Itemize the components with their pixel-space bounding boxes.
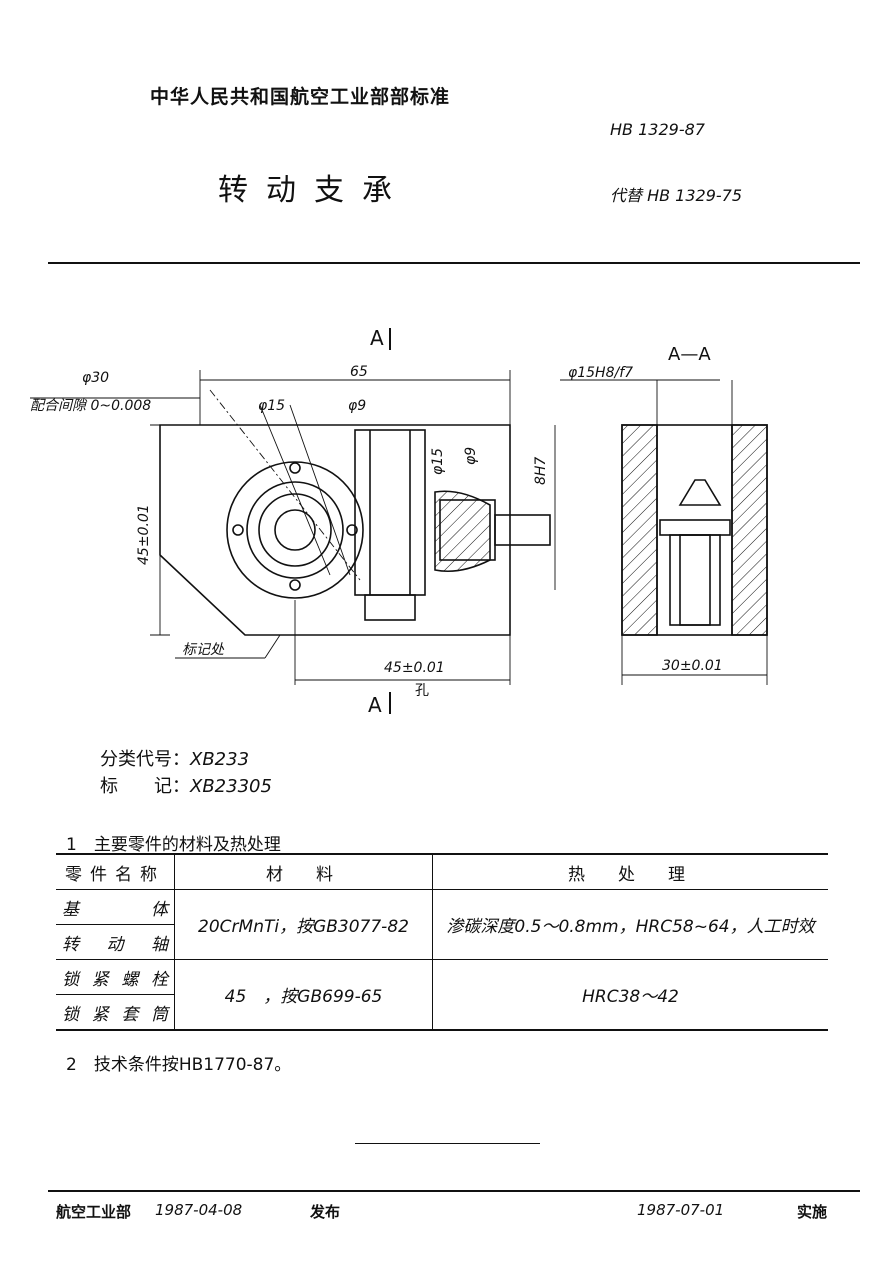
dim-hole: 孔 xyxy=(415,683,429,699)
standard-code: HB 1329-87 xyxy=(610,120,705,139)
materials-table: 零件名称 材 料 热 处 理 基 体 20CrMnTi，按GB3077-82 渗… xyxy=(56,853,828,1031)
document-title: 转动支承 xyxy=(218,173,410,208)
dim-w30: 30±0.01 xyxy=(662,658,723,674)
classification-mark: 标 记：XB23305 xyxy=(100,776,272,797)
material-cell: 45 ，按GB699-65 xyxy=(174,959,433,1031)
section-mark-top: A xyxy=(370,326,384,350)
footer-issue-date: 1987-04-08 xyxy=(155,1201,243,1219)
marking-location-label: 标记处 xyxy=(182,642,225,658)
table-row: 锁紧螺栓 45 ，按GB699-65 HRC38～42 xyxy=(56,959,828,1031)
material-cell: 20CrMnTi，按GB3077-82 xyxy=(174,889,433,960)
end-rule xyxy=(355,1143,540,1144)
replaces-standard: 代替 HB 1329-75 xyxy=(610,186,743,205)
footer-effective-label: 实施 xyxy=(797,1203,828,1221)
section-1-title: 1 主要零件的材料及热处理 xyxy=(66,835,281,855)
header-material: 材 料 xyxy=(174,853,433,890)
header-heat-treatment: 热 处 理 xyxy=(432,853,828,890)
footer-rule xyxy=(48,1190,860,1192)
dim-d15b: φ15 xyxy=(430,448,446,475)
dim-w45: 45±0.01 xyxy=(384,660,445,676)
heat-treatment-cell: 渗碳深度0.5～0.8mm，HRC58~64，人工时效 xyxy=(432,889,828,960)
dim-d15a: φ15 xyxy=(258,398,285,414)
dim-h7: 8H7 xyxy=(533,457,549,485)
dim-d9a: φ9 xyxy=(348,398,366,414)
part-name-cell: 锁紧套筒 xyxy=(56,994,175,1031)
section-mark-bottom: A xyxy=(368,693,382,717)
header-rule xyxy=(48,262,860,264)
table-row: 基 体 20CrMnTi，按GB3077-82 渗碳深度0.5～0.8mm，HR… xyxy=(56,889,828,960)
footer-effective-date: 1987-07-01 xyxy=(637,1201,725,1219)
header-part-name: 零件名称 xyxy=(56,853,175,890)
classification-code: 分类代号：XB233 xyxy=(100,749,250,770)
table-header-row: 零件名称 材 料 热 处 理 xyxy=(56,853,828,890)
section-view-title: A—A xyxy=(668,344,711,365)
dim-d9b: φ9 xyxy=(463,447,479,465)
footer-issue-label: 发布 xyxy=(310,1203,341,1221)
dim-d30: φ30 xyxy=(82,370,109,386)
issuing-organization: 中华人民共和国航空工业部部标准 xyxy=(150,86,451,108)
technical-drawing: A A A—A φ30 配合间隙 0~0.008 65 φ15 φ9 45±0.… xyxy=(30,326,768,717)
dim-clearance: 配合间隙 0~0.008 xyxy=(30,398,151,414)
table-row: 锁紧套筒 xyxy=(56,994,828,1031)
part-name-cell: 锁紧螺栓 xyxy=(56,959,175,995)
dim-fit: φ15H8/f7 xyxy=(568,365,633,381)
table-row: 转动轴 xyxy=(56,924,828,960)
dim-w65: 65 xyxy=(350,364,368,380)
dim-h45: 45±0.01 xyxy=(136,504,152,565)
part-name-cell: 基 体 xyxy=(56,889,175,925)
part-name-cell: 转动轴 xyxy=(56,924,175,960)
heat-treatment-cell: HRC38～42 xyxy=(432,959,828,1031)
footer-issuer: 航空工业部 xyxy=(56,1203,132,1221)
section-2-text: 2 技术条件按HB1770-87。 xyxy=(66,1055,292,1075)
